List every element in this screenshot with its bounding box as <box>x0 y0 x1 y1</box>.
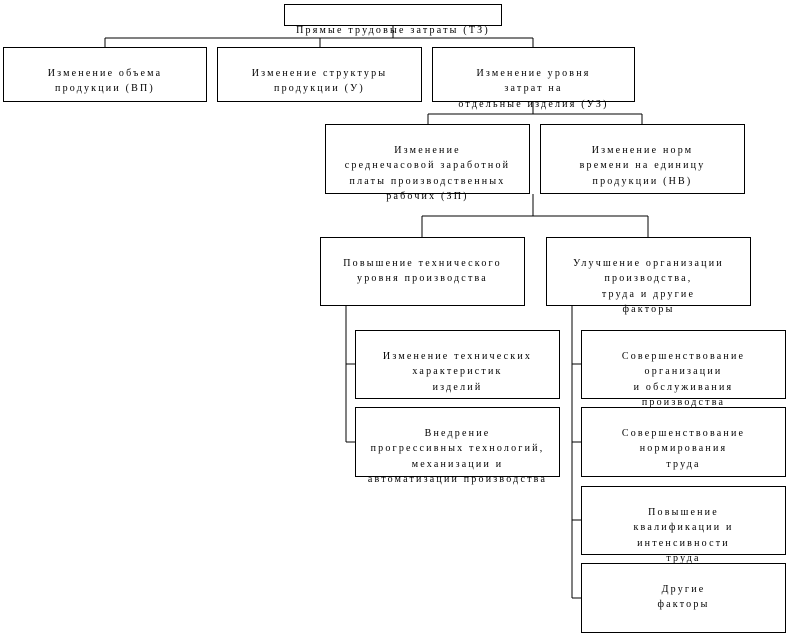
volume-change-label: Изменение объема продукции (ВП) <box>47 67 163 95</box>
root-node-label: Прямые трудовые затраты (ТЗ) <box>296 24 490 36</box>
root-node: Прямые трудовые затраты (ТЗ) <box>284 4 502 36</box>
structure-change-node: Изменение структуры продукции (У) <box>217 47 422 102</box>
progressive-tech-label: Внедрение прогрессивных технологий, меха… <box>367 427 548 486</box>
norms-change-label: Изменение норм времени на единицу продук… <box>579 144 706 187</box>
organization-label: Улучшение организации производства, труд… <box>573 257 724 316</box>
norm-improve-label: Совершенствование нормирования труда <box>621 427 746 470</box>
structure-change-label: Изменение структуры продукции (У) <box>251 67 388 95</box>
organization-node: Улучшение организации производства, труд… <box>546 237 751 315</box>
tech-specs-label: Изменение технических характеристик изде… <box>382 350 533 393</box>
org-improve-label: Совершенствование организации и обслужив… <box>621 350 746 409</box>
qualification-label: Повышение квалификации и интенсивности т… <box>633 506 734 565</box>
progressive-tech-node: Внедрение прогрессивных технологий, меха… <box>355 407 560 485</box>
wage-change-label: Изменение среднечасовой заработной платы… <box>344 144 511 203</box>
cost-level-node: Изменение уровня затрат на отдельные изд… <box>432 47 635 110</box>
org-improve-node: Совершенствование организации и обслужив… <box>581 330 786 408</box>
volume-change-node: Изменение объема продукции (ВП) <box>3 47 207 102</box>
cost-level-label: Изменение уровня затрат на отдельные изд… <box>458 67 609 110</box>
tech-specs-node: Изменение технических характеристик изде… <box>355 330 560 399</box>
tech-level-label: Повышение технического уровня производст… <box>343 257 502 285</box>
tech-level-node: Повышение технического уровня производст… <box>320 237 525 306</box>
norms-change-node: Изменение норм времени на единицу продук… <box>540 124 745 194</box>
norm-improve-node: Совершенствование нормирования труда <box>581 407 786 477</box>
qualification-node: Повышение квалификации и интенсивности т… <box>581 486 786 564</box>
wage-change-node: Изменение среднечасовой заработной платы… <box>325 124 530 202</box>
other-factors-node: Другие факторы <box>581 563 786 633</box>
other-factors-label: Другие факторы <box>657 583 710 611</box>
